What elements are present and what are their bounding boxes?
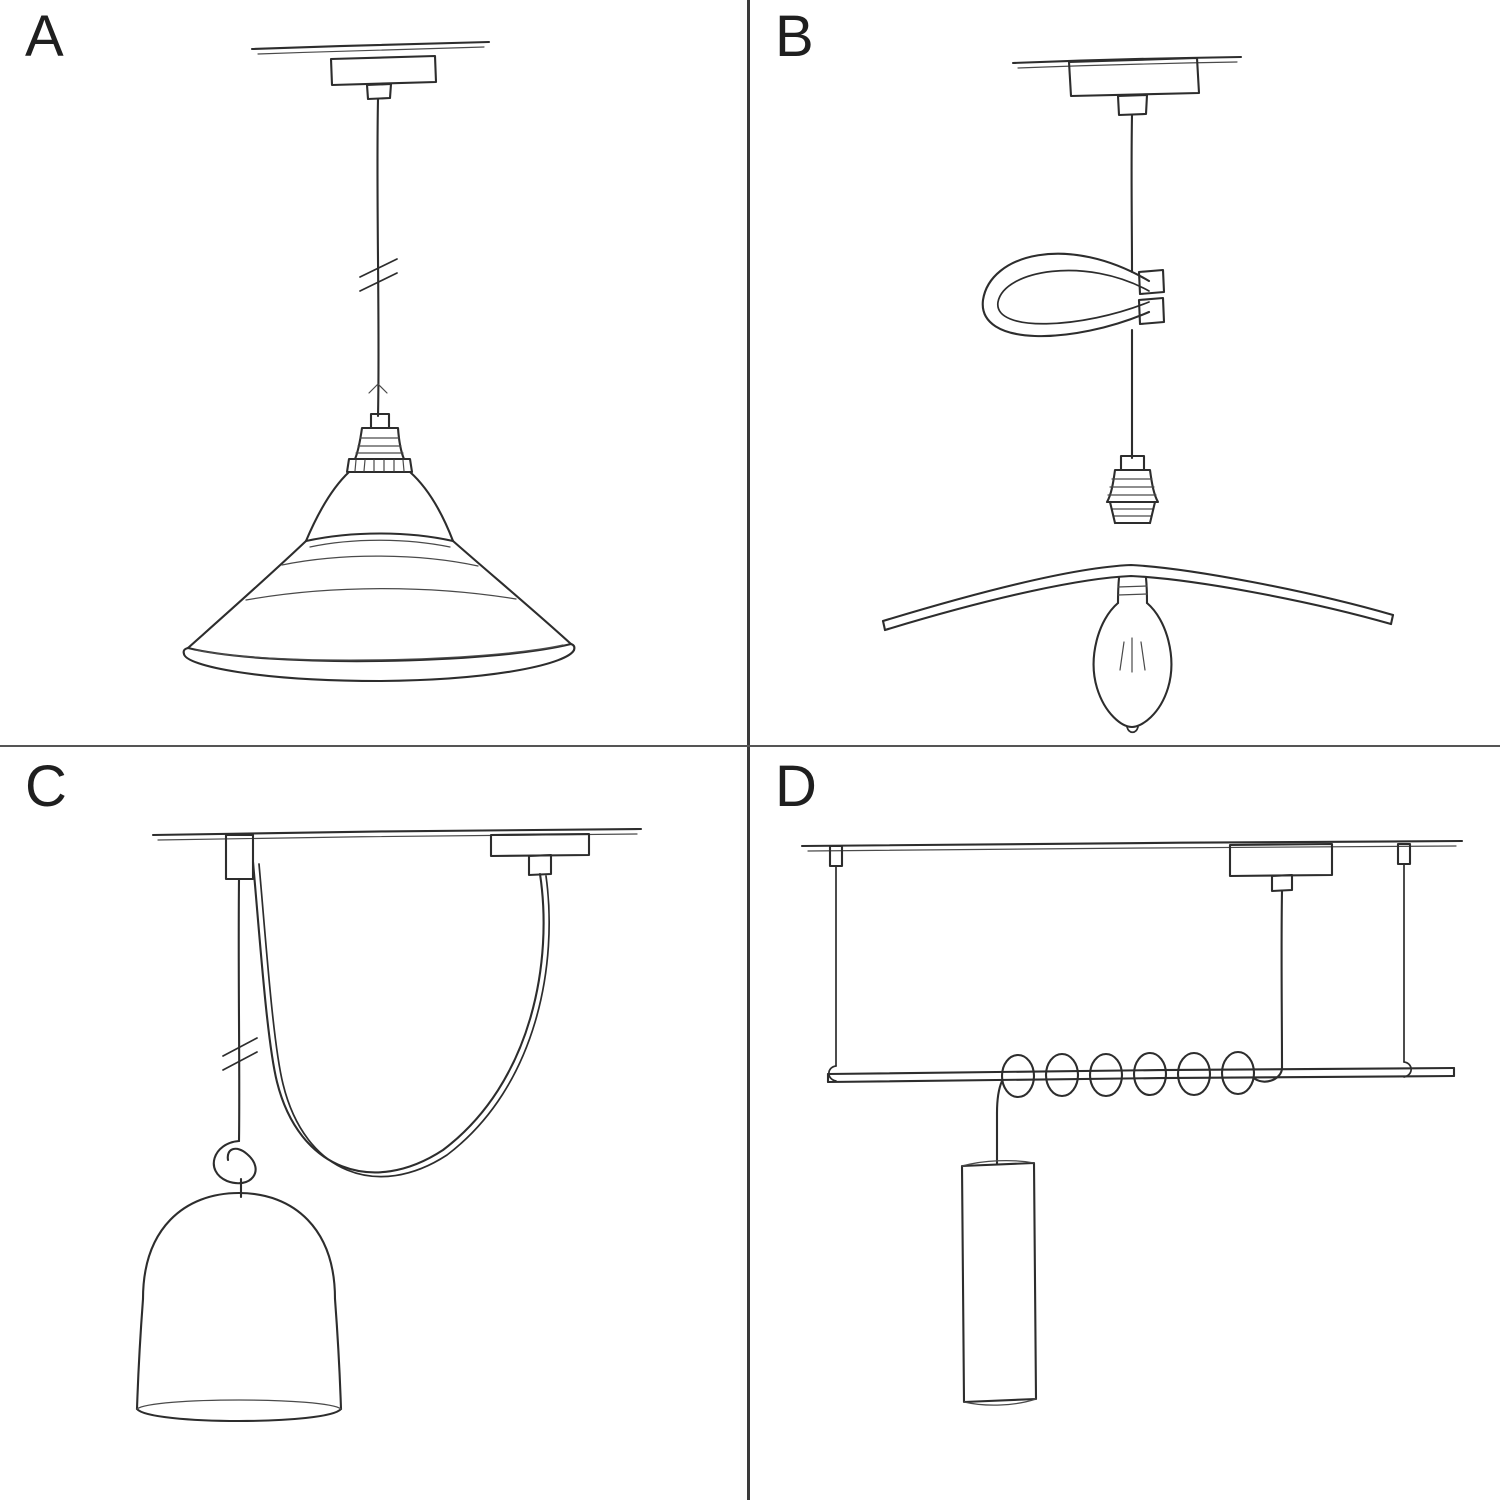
lamp-holder: [345, 412, 414, 474]
cable-knot: [212, 1139, 257, 1199]
horizontal-divider: [0, 745, 1500, 747]
lamp-holder: [1105, 454, 1160, 525]
suspension-wires: [828, 842, 1412, 1082]
bar-suspension-with-coiled-cable-and-tube-pendant-sketch: [800, 839, 1464, 1406]
pendant-with-flat-dish-shade-exposed-bulb-and-cable-clip-sketch: [881, 55, 1395, 734]
ceiling-rose: [1067, 56, 1201, 117]
panel-c: C: [0, 750, 750, 1500]
panel-d-label: D: [775, 754, 818, 819]
swag-cable: [251, 860, 550, 1178]
pendant-cable: [376, 97, 380, 418]
panel-d: D: [750, 750, 1500, 1500]
horizontal-bar: [826, 1066, 1456, 1084]
ceiling-rose: [1228, 842, 1334, 893]
cable-shortening-clip: [981, 252, 1166, 338]
drop-cable: [237, 877, 241, 1143]
panel-a: A: [0, 0, 750, 750]
ceiling-rose: [489, 832, 591, 877]
bell-dome-shade: [135, 1191, 343, 1422]
ceiling-line: [250, 40, 491, 55]
ceiling-hook-bracket: [224, 833, 255, 881]
light-bulb: [1092, 576, 1173, 734]
panel-c-label: C: [25, 754, 68, 819]
coiled-cable: [995, 1050, 1284, 1115]
panel-a-label: A: [25, 4, 65, 69]
ceiling-rose: [329, 54, 438, 101]
ceiling-line: [1011, 55, 1243, 69]
industrial-bowl-shade: [182, 470, 576, 683]
swag-pendant-with-ceiling-hook-and-bell-dome-shade-sketch: [135, 827, 643, 1422]
flat-dish-shade: [881, 563, 1395, 632]
panel-b: B: [750, 0, 1500, 750]
vertical-divider: [747, 0, 750, 1500]
cable-length-marks: [222, 1037, 258, 1071]
cable-length-marks: [359, 258, 398, 394]
ceiling-line: [800, 839, 1464, 852]
tube-pendant: [960, 1160, 1038, 1406]
pendant-with-industrial-bowl-shade-sketch: [182, 40, 576, 683]
panel-b-label: B: [775, 4, 815, 69]
